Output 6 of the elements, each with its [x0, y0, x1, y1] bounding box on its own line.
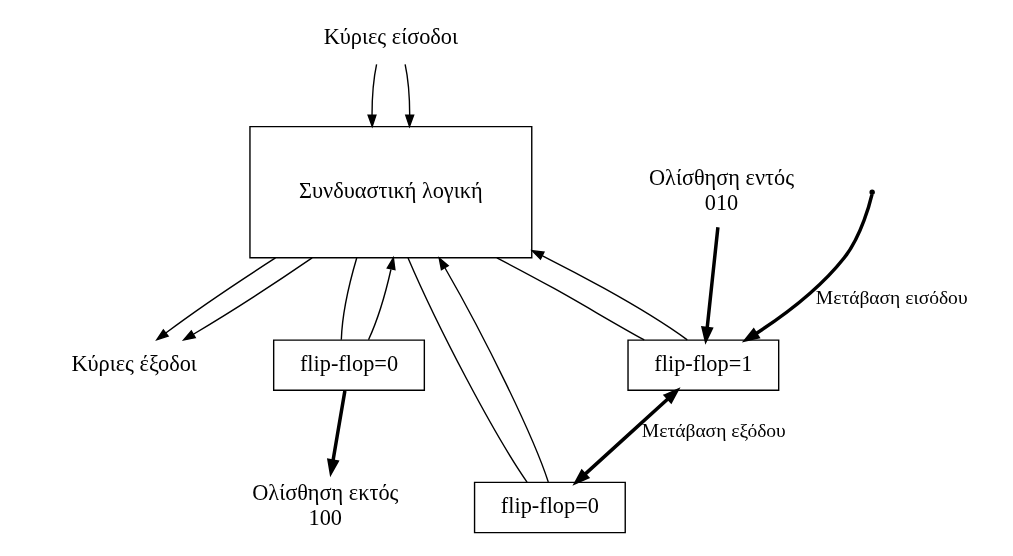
node-text: Ολίσθηση εντός 010	[648, 164, 794, 216]
node-text: Ολίσθηση εκτός 100	[251, 480, 398, 531]
node-text: Κύριες έξοδοι	[70, 350, 197, 376]
edge-label: Μετάβαση εισόδου	[815, 287, 968, 309]
edge-label: Μετάβαση εξόδου	[641, 419, 786, 441]
node-text: Κύριες είσοδοι	[323, 24, 458, 50]
